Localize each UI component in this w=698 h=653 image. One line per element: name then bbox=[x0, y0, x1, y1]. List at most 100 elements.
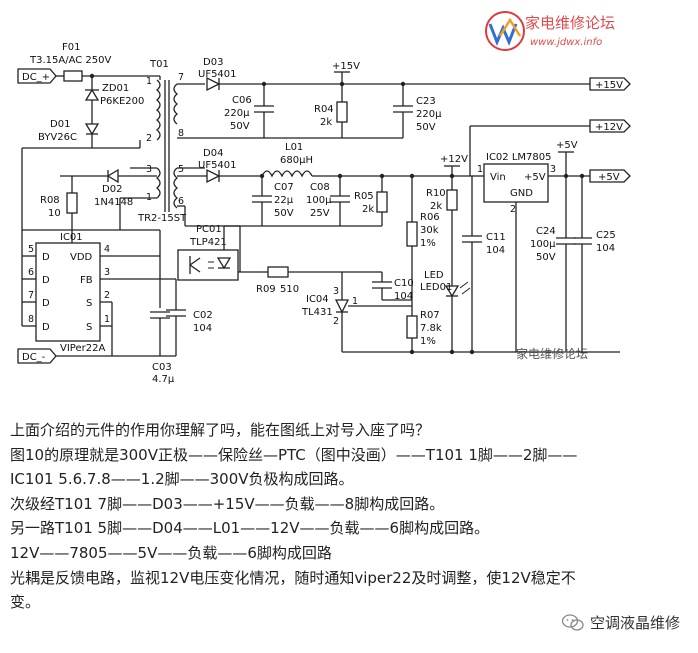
fuse-f01 bbox=[63, 70, 83, 82]
r04-ref: R04 bbox=[314, 104, 334, 115]
rail-15v-label: +15V bbox=[332, 61, 360, 72]
ic01-pin-4: 4 bbox=[104, 244, 110, 255]
d04-ref: D04 bbox=[203, 148, 223, 159]
t01-pin-3: 3 bbox=[146, 164, 152, 175]
ic04-ref: IC04 bbox=[306, 294, 329, 305]
r08-ref: R08 bbox=[40, 195, 60, 206]
l01-value: 680µH bbox=[280, 155, 313, 166]
r09-ref: R09 bbox=[256, 284, 276, 295]
c07-voltage: 50V bbox=[274, 208, 294, 219]
led-led01 bbox=[444, 285, 460, 298]
ic01-pin-5: 5 bbox=[28, 244, 34, 255]
t01-pin-7: 7 bbox=[178, 72, 184, 83]
r07-tol: 1% bbox=[420, 336, 436, 347]
ic01-pin-2: 2 bbox=[104, 290, 110, 301]
watermark-url: www.jdwx.info bbox=[530, 37, 602, 48]
c24-voltage: 50V bbox=[536, 252, 556, 263]
c03-value: 4.7µ bbox=[152, 374, 175, 385]
rail-12v-label: +12V bbox=[440, 154, 468, 165]
c10-value: 104 bbox=[394, 291, 413, 302]
ic01-ref: IC01 bbox=[60, 232, 83, 243]
r05-ref: R05 bbox=[354, 191, 374, 202]
output-5v-tag: +5V bbox=[589, 169, 631, 183]
ic01-pin-6: 6 bbox=[28, 267, 34, 278]
d04-value: UF5401 bbox=[198, 160, 237, 171]
d02-value: 1N4148 bbox=[94, 197, 133, 208]
resistor-r05 bbox=[376, 191, 388, 213]
rail-5v-label: +5V bbox=[556, 140, 578, 151]
t01-value: TR2-15ST bbox=[137, 213, 187, 224]
circuit-schematic: 家电维修论坛 www.jdwx.info DC_+ F01 T3.15A/AC … bbox=[17, 11, 631, 385]
ic02-vout: +5V bbox=[524, 172, 546, 183]
r08-value: 10 bbox=[48, 208, 61, 219]
output-15v-tag: +15V bbox=[589, 77, 631, 91]
t01-pin-2: 2 bbox=[146, 133, 152, 144]
inductor-l01 bbox=[261, 170, 313, 178]
diode-d03 bbox=[206, 76, 221, 92]
c07-ref: C07 bbox=[274, 182, 294, 193]
caption-line: 另一路T101 5脚——D04——L01——12V——负载——6脚构成回路。 bbox=[10, 519, 490, 538]
caption-line: 上面介绍的元件的作用你理解了吗，能在图纸上对号入座了吗？ bbox=[10, 421, 431, 439]
resistor-r07 bbox=[406, 315, 418, 339]
c25-value: 104 bbox=[596, 243, 615, 254]
transformer-t01 bbox=[155, 79, 179, 212]
t01-pin-5: 5 bbox=[178, 164, 184, 175]
watermark-logo bbox=[485, 11, 525, 51]
c08-ref: C08 bbox=[310, 182, 330, 193]
optocoupler-pc01 bbox=[177, 249, 239, 281]
net-dc-plus: DC_+ bbox=[22, 72, 50, 83]
net-dc-minus: DC_- bbox=[22, 352, 46, 363]
c06-value: 220µ bbox=[224, 108, 250, 119]
c08-voltage: 25V bbox=[310, 208, 330, 219]
c23-value: 220µ bbox=[416, 109, 442, 120]
pc01-value: TLP421 bbox=[189, 237, 227, 248]
ic01-viper22a bbox=[35, 242, 101, 342]
resistor-r06 bbox=[406, 221, 418, 247]
r04-value: 2k bbox=[320, 117, 332, 128]
resistor-r09 bbox=[267, 266, 289, 278]
ic04-pin-2: 2 bbox=[333, 316, 339, 327]
ic02-pin-1: 1 bbox=[477, 164, 483, 175]
ic01-pin-d2: D bbox=[42, 275, 50, 286]
terminal-dc-minus: DC_- bbox=[17, 348, 57, 364]
c11-value: 104 bbox=[486, 245, 505, 256]
caption-line: IC101 5.6.7.8——1.2脚——300V负极构成回路。 bbox=[10, 470, 354, 489]
ic02-ref: IC02 LM7805 bbox=[486, 152, 551, 163]
c02-ref: C02 bbox=[193, 310, 213, 321]
r05-value: 2k bbox=[362, 204, 374, 215]
c07-value: 22µ bbox=[274, 195, 294, 206]
c08-value: 100µ bbox=[306, 195, 332, 206]
t01-pin-6: 6 bbox=[178, 196, 184, 207]
ic01-pin-vdd: VDD bbox=[70, 252, 93, 263]
caption-line: 12V——7805——5V——负载——6脚构成回路 bbox=[10, 543, 332, 562]
ic01-pin-3: 3 bbox=[104, 267, 110, 278]
c06-ref: C06 bbox=[232, 95, 252, 106]
d01-value: BYV26C bbox=[38, 132, 77, 143]
watermark-bottom: 家电维修论坛 bbox=[516, 346, 588, 361]
zd01-ref: ZD01 bbox=[102, 83, 129, 94]
resistor-r04 bbox=[336, 101, 348, 123]
resistor-r08 bbox=[66, 192, 78, 214]
c25-ref: C25 bbox=[596, 230, 616, 241]
d02-ref: D02 bbox=[102, 184, 122, 195]
ic01-pin-7: 7 bbox=[28, 290, 34, 301]
output-15v-label: +15V bbox=[595, 80, 623, 91]
ic02-vin: Vin bbox=[490, 172, 506, 183]
c10-ref: C10 bbox=[394, 278, 414, 289]
c23-voltage: 50V bbox=[416, 122, 436, 133]
caption-line: 次级经T101 7脚——D03——+15V——负载——8脚构成回路。 bbox=[10, 494, 445, 513]
ic01-pin-d3: D bbox=[42, 298, 50, 309]
t01-pin-8: 8 bbox=[178, 128, 184, 139]
r06-ref: R06 bbox=[420, 212, 440, 223]
output-12v-label: +12V bbox=[595, 122, 623, 133]
wechat-icon bbox=[561, 613, 584, 631]
ic01-pin-s2: S bbox=[86, 322, 92, 333]
d03-ref: D03 bbox=[203, 57, 223, 68]
c11-ref: C11 bbox=[486, 232, 506, 243]
c23-ref: C23 bbox=[416, 96, 436, 107]
ic02-gnd: GND bbox=[510, 188, 533, 199]
l01-ref: L01 bbox=[285, 142, 303, 153]
ic01-pin-fb: FB bbox=[80, 275, 93, 286]
r09-value: 510 bbox=[280, 284, 299, 295]
led-ref: LED bbox=[424, 270, 444, 281]
